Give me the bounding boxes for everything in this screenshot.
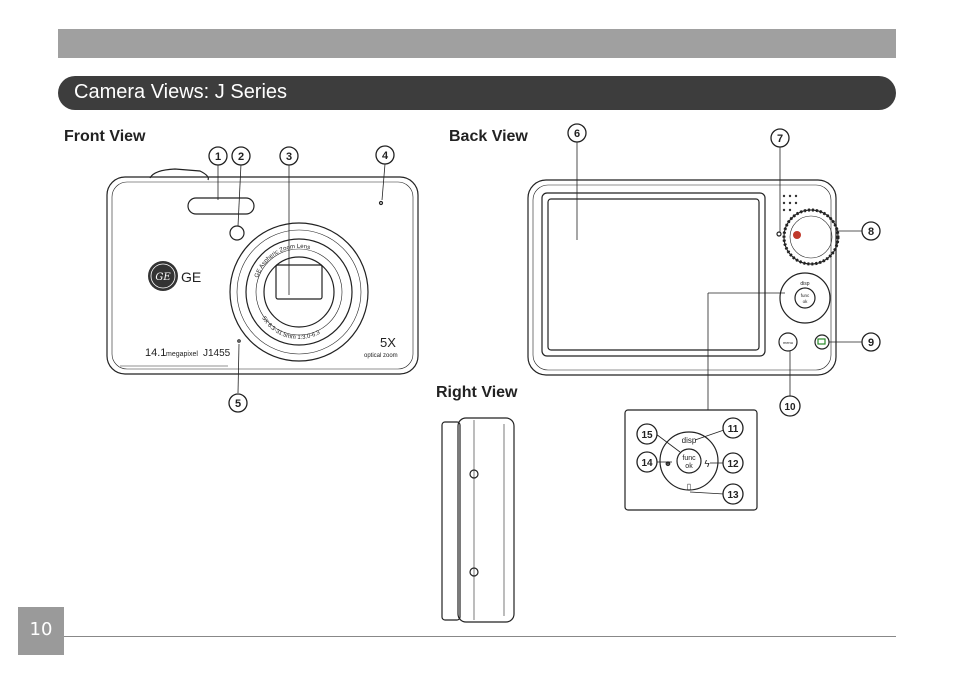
menu-label: menu xyxy=(783,340,793,345)
detail-ok-label: ok xyxy=(685,463,693,470)
model-name: J1455 xyxy=(203,348,231,359)
callout-11-number: 11 xyxy=(728,424,739,435)
callout-9-number: 9 xyxy=(868,337,874,349)
zoom-value: 5X xyxy=(380,335,396,350)
page-number-box: 10 xyxy=(18,607,64,655)
front-camera: GE xyxy=(106,168,419,375)
ge-wordmark: GE xyxy=(181,269,201,285)
callout-2 xyxy=(231,146,251,166)
ge-logo-icon xyxy=(148,261,178,291)
macro-icon: ☻ xyxy=(664,459,672,468)
auto-mode-icon xyxy=(793,231,801,239)
callout-15-number: 15 xyxy=(641,430,653,441)
callout-8-number: 8 xyxy=(868,226,874,238)
back-view-label: Back View xyxy=(449,128,528,145)
section-title-bar: Camera Views: J Series xyxy=(58,76,896,110)
callout-13-number: 13 xyxy=(727,490,739,501)
page-title: Camera Views: J Series xyxy=(74,81,288,103)
callout-14 xyxy=(636,451,658,473)
delete-icon: ▯ xyxy=(687,482,691,491)
af-assist-lamp xyxy=(229,225,245,241)
detail-disp-label: disp xyxy=(682,436,697,445)
callout-15 xyxy=(636,423,658,445)
callout-1-number: 1 xyxy=(215,151,221,163)
back-camera-body xyxy=(527,179,837,376)
callout-6-number: 6 xyxy=(574,128,580,140)
footer-rule xyxy=(64,636,896,637)
right-view-label: Right View xyxy=(436,384,518,401)
megapixel-value: 14.1 xyxy=(145,347,166,359)
svg-text:GE: GE xyxy=(155,272,171,283)
front-camera-body xyxy=(106,176,419,375)
zoom-label: optical zoom xyxy=(364,353,398,359)
callout-11 xyxy=(722,417,744,439)
ok-label: ok xyxy=(803,299,809,304)
callout-5 xyxy=(228,393,248,413)
callout-5-number: 5 xyxy=(235,398,241,410)
callout-13 xyxy=(722,483,744,505)
callout-6 xyxy=(567,123,587,143)
page-number: 10 xyxy=(29,619,53,640)
usb-port xyxy=(469,567,479,577)
microphone xyxy=(378,200,384,206)
playback-button[interactable] xyxy=(814,334,830,350)
detail-func-label: func xyxy=(682,455,696,462)
callout-12 xyxy=(722,452,744,474)
control-pad[interactable] xyxy=(779,272,831,324)
callout-8 xyxy=(861,221,881,241)
callout-10 xyxy=(779,395,801,417)
flash-icon: ϟ xyxy=(704,459,710,470)
callout-14-number: 14 xyxy=(641,458,653,469)
lens-bottom-text: 5X 6.3-31.5mm 1:3.0-6.3 xyxy=(260,316,322,341)
func-ok-button[interactable] xyxy=(794,287,816,309)
back-camera xyxy=(527,179,840,376)
callout-12-number: 12 xyxy=(727,459,739,470)
flash-lamp xyxy=(187,197,255,215)
strap-eyelet xyxy=(469,469,479,479)
callout-3 xyxy=(279,146,299,166)
callout-2-number: 2 xyxy=(238,151,244,163)
front-view-label: Front View xyxy=(64,128,146,145)
callout-4 xyxy=(375,145,395,165)
callout-9 xyxy=(861,332,881,352)
indicator-lamp xyxy=(776,231,782,237)
megapixel-unit: megapixel xyxy=(166,351,198,358)
lcd-screen xyxy=(547,198,760,351)
playback-icon xyxy=(817,338,826,345)
callout-7-number: 7 xyxy=(777,133,783,145)
callout-7 xyxy=(770,128,790,148)
disp-label: disp xyxy=(800,281,809,287)
speaker xyxy=(237,339,241,343)
control-pad-detail xyxy=(624,292,785,511)
menu-button[interactable] xyxy=(778,332,798,352)
callout-3-number: 3 xyxy=(286,151,292,163)
callout-4-number: 4 xyxy=(382,150,389,162)
header-band xyxy=(58,29,896,58)
callout-1 xyxy=(208,146,228,166)
right-side-camera xyxy=(441,417,515,623)
func-label: func xyxy=(801,293,810,298)
lens xyxy=(229,222,369,362)
callout-10-number: 10 xyxy=(784,402,796,413)
